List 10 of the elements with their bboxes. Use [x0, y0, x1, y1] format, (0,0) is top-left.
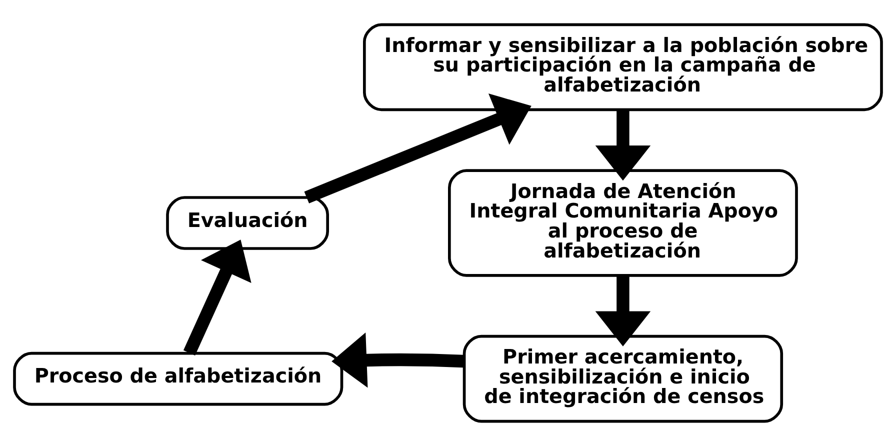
node-box: Primer acercamiento, sensibilización e inicio de integración de censos: [462, 334, 784, 422]
arrow: [595, 110, 651, 180]
node-box: Evaluación: [166, 196, 329, 250]
node-box: Proceso de alfabetización: [13, 351, 344, 406]
node-box: Informar y sensibilizar a la población sobre su participación en la campaña de alfabetización: [363, 22, 883, 111]
arrow: [595, 275, 651, 346]
arrow: [183, 239, 252, 356]
arrow: [304, 93, 532, 203]
node-box: Jornada de Atención Integral Comunitaria Apoyo al proceso de alfabetización: [448, 168, 798, 276]
arrow: [332, 332, 464, 388]
